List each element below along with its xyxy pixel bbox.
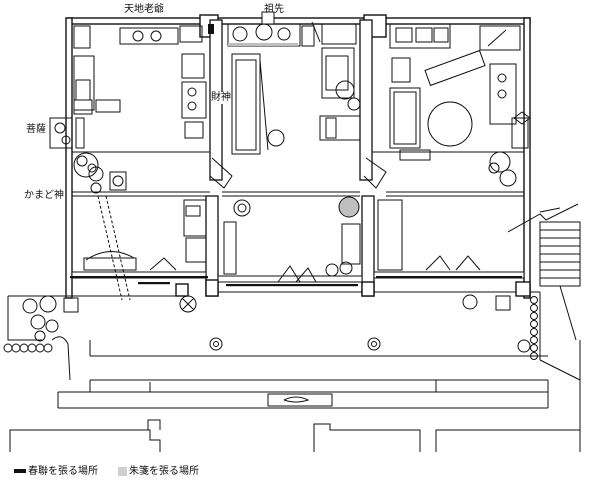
ancestral-altar [227, 21, 361, 155]
label-pusa: 菩薩 [26, 124, 46, 135]
top-right-room-furniture [389, 23, 529, 187]
veranda [7, 291, 581, 430]
legend-swatch-grey [118, 466, 127, 476]
pusa-shrine [49, 117, 85, 149]
staircase [507, 203, 581, 341]
bottom-structure [9, 419, 581, 452]
room-dividers [72, 19, 524, 297]
lower-left-room-furniture [83, 199, 207, 271]
chimney-line [97, 195, 131, 301]
hall-doors [209, 157, 387, 189]
top-left-room-furniture [73, 25, 207, 139]
legend-chunlian-text: 春聯を張る場所 [28, 466, 98, 477]
legend-swatch-black [14, 469, 26, 473]
step-stone [267, 393, 333, 407]
lower-middle-room [223, 196, 361, 283]
lower-right-room [377, 199, 481, 271]
zhujian-marks [228, 43, 298, 46]
chunlian-marks [70, 24, 522, 287]
corner-marks [513, 111, 531, 125]
left-bench [3, 336, 71, 381]
legend-zhujian-text: 朱箋を張る場所 [129, 466, 199, 477]
rear-wall [65, 17, 531, 299]
label-tiandi-laoye: 天地老爺 [124, 4, 164, 15]
legend-chunlian: 春聯を張る場所 [14, 466, 98, 478]
label-zuxian: 祖先 [264, 4, 284, 15]
veranda-posts [175, 279, 531, 297]
kamado-stove [73, 152, 127, 194]
right-rail [462, 294, 538, 360]
label-caishen: 財神 [211, 92, 231, 104]
legend-zhujian: 朱箋を張る場所 [118, 466, 199, 478]
lantern [179, 295, 197, 313]
round-columns [209, 337, 381, 351]
left-pots [22, 295, 79, 342]
label-kamado-gami: かまど神 [24, 190, 64, 201]
